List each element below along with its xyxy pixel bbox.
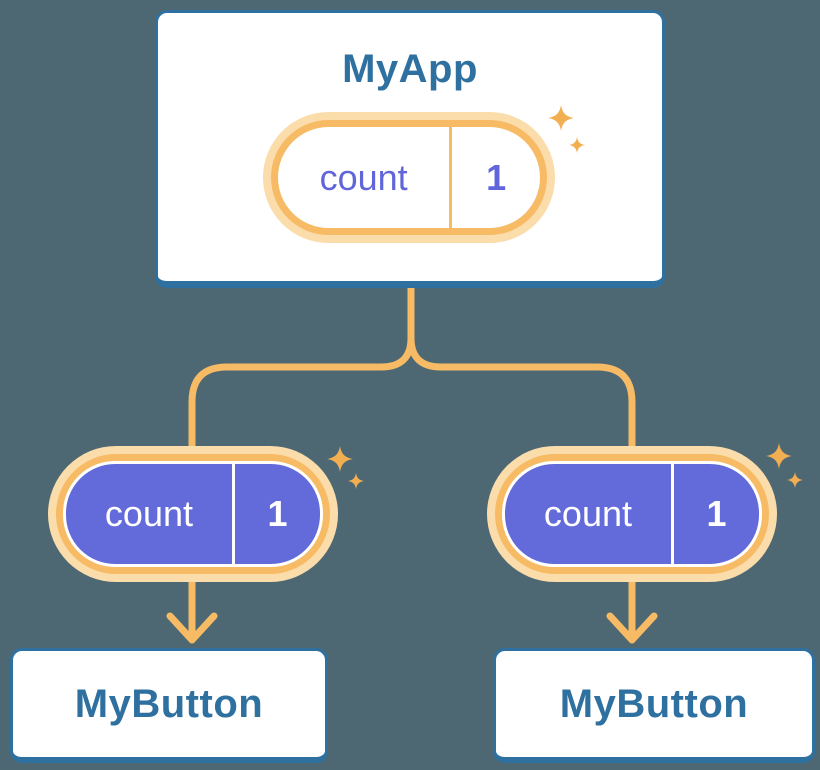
pill-divider — [670, 464, 674, 564]
state-pill-body: count 1 — [278, 127, 540, 228]
sparkle-icon — [766, 443, 804, 489]
arrowhead-right-icon — [606, 612, 658, 644]
prop-key: count — [104, 493, 193, 534]
state-key: count — [319, 156, 408, 198]
prop-pill-body: count 1 — [63, 461, 323, 567]
state-pill-root: count 1 — [263, 112, 555, 243]
prop-value: 1 — [267, 493, 288, 534]
prop-pill-ring: count 1 — [56, 454, 330, 574]
arrowhead-left-icon — [166, 612, 218, 644]
component-card-mybutton-left: MyButton — [10, 648, 328, 763]
prop-pill-body: count 1 — [502, 461, 762, 567]
sparkle-icon — [327, 446, 365, 490]
pill-divider — [449, 127, 453, 228]
component-label: MyApp — [342, 47, 478, 91]
component-card-mybutton-right: MyButton — [493, 648, 815, 763]
prop-pill-ring: count 1 — [495, 454, 769, 574]
prop-pill-left: count 1 — [48, 446, 338, 582]
component-label: MyButton — [74, 681, 264, 726]
component-label: MyButton — [559, 681, 749, 726]
state-pill-ring: count 1 — [271, 120, 547, 235]
prop-value: 1 — [706, 493, 727, 534]
prop-key: count — [543, 493, 632, 534]
prop-pill-right: count 1 — [487, 446, 777, 582]
state-value: 1 — [486, 156, 507, 198]
